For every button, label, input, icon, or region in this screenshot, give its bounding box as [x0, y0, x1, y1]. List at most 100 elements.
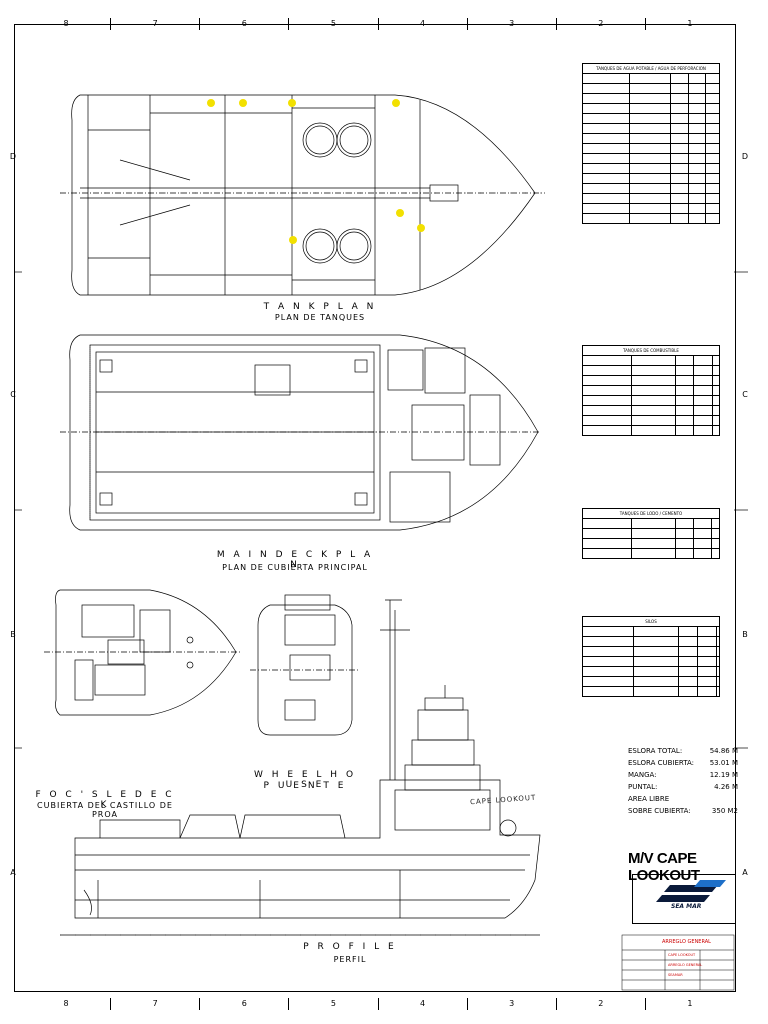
table-cell	[582, 193, 630, 204]
table-cell	[582, 133, 630, 144]
table-caption: SILOS	[582, 616, 720, 627]
table-cell	[670, 103, 689, 114]
table-cell	[715, 666, 721, 677]
table-cell	[632, 686, 680, 697]
spec-label: AREA LIBRE	[628, 795, 670, 803]
table-cell	[675, 415, 695, 426]
zone-col-label: 4	[377, 18, 467, 30]
top-zone-strip: 8 7 6 5 4 3 2 1	[22, 18, 734, 30]
zone-col-label: 5	[288, 18, 377, 30]
table-cell	[711, 395, 721, 406]
table-cell	[704, 133, 721, 144]
table-row	[582, 646, 721, 657]
table-caption-row: TANQUES DE COMBUSTIBLE	[582, 345, 720, 356]
table-cell	[693, 425, 713, 436]
spec-label: MANGA:	[628, 771, 657, 779]
zone-col-label: 5	[288, 998, 377, 1010]
table-cell	[704, 143, 721, 154]
table-row	[582, 163, 721, 174]
zone-col-label: 7	[110, 18, 199, 30]
table-cell	[674, 548, 694, 559]
table-cell	[581, 385, 633, 396]
table-cell	[711, 385, 721, 396]
table-cell	[631, 365, 677, 376]
table-caption-row: SILOS	[582, 616, 720, 627]
table-cell	[582, 676, 634, 687]
table-row	[582, 73, 721, 84]
table-cell	[693, 365, 713, 376]
table-cell	[697, 646, 717, 657]
table-cell	[582, 636, 634, 647]
zone-col-label: 1	[644, 998, 734, 1010]
table-row	[581, 405, 721, 416]
table-row	[582, 133, 721, 144]
table-cell	[582, 656, 634, 667]
table-cell	[582, 203, 630, 214]
table-caption-row: TANQUES DE AGUA POTABLE / AGUA DE PERFOR…	[582, 63, 720, 74]
table-cell	[582, 686, 634, 697]
title-block-field: SEAMAR	[668, 973, 683, 977]
zone-col-label: 6	[199, 18, 288, 30]
spec-value: 54.86 M	[709, 747, 738, 755]
table-cell	[582, 538, 632, 549]
table-cell	[670, 203, 689, 214]
table-cell	[715, 646, 721, 657]
tank-plan-title: T A N K P L A N	[263, 302, 377, 312]
table-cell	[630, 538, 676, 549]
title-block: ARREGLO GENERAL CAPE LOOKOUT ARREGLO GEN…	[622, 935, 734, 990]
table-cell	[711, 375, 721, 386]
wheelhouse-drawing	[250, 594, 360, 736]
table-cell	[687, 133, 706, 144]
table-cell	[628, 123, 672, 134]
tank-table-4: SILOS	[582, 616, 721, 697]
table-cell	[693, 375, 713, 386]
profile-title: P R O F I L E	[303, 942, 397, 952]
zone-col-label: 2	[555, 998, 645, 1010]
table-cell	[631, 425, 677, 436]
tank-plan-drawing	[60, 94, 545, 296]
left-zone-strip: D C B A	[8, 0, 18, 1024]
table-cell	[693, 385, 713, 396]
table-row	[582, 203, 721, 214]
table-cell	[670, 143, 689, 154]
table-cell	[628, 153, 672, 164]
table-cell	[628, 93, 672, 104]
spec-row: ESLORA CUBIERTA:53.01 M	[628, 757, 738, 769]
table-cell	[704, 193, 721, 204]
title-block-field: ARREGLO GENERAL	[668, 963, 703, 967]
table-cell	[630, 528, 676, 539]
table-row	[582, 626, 721, 637]
spec-label: PUNTAL:	[628, 783, 658, 791]
logo-text: SEA MAR	[671, 903, 702, 910]
table-row	[582, 686, 721, 697]
table-cell	[687, 173, 706, 184]
zone-row-label: B	[742, 630, 748, 639]
table-cell	[693, 405, 713, 416]
spec-row: ESLORA TOTAL:54.86 M	[628, 745, 738, 757]
table-cell	[670, 133, 689, 144]
main-deck-title: M A I N D E C K P L A N	[216, 550, 374, 570]
table-cell	[675, 365, 695, 376]
table-cell	[632, 656, 680, 667]
table-cell	[693, 355, 713, 366]
table-cell	[704, 163, 721, 174]
table-cell	[582, 666, 634, 677]
table-cell	[628, 113, 672, 124]
table-row	[582, 636, 721, 647]
table-cell	[711, 365, 721, 376]
table-cell	[670, 73, 689, 84]
table-cell	[678, 646, 699, 657]
spec-value: 4.26 M	[714, 783, 738, 791]
table-cell	[628, 73, 672, 84]
table-cell	[697, 686, 717, 697]
table-row	[582, 153, 721, 164]
main-deck-subtitle: PLAN DE CUBIERTA PRINCIPAL	[222, 563, 368, 572]
table-cell	[581, 375, 633, 386]
table-cell	[678, 656, 699, 667]
table-cell	[582, 153, 630, 164]
table-cell	[704, 173, 721, 184]
zone-col-label: 7	[110, 998, 199, 1010]
table-cell	[670, 193, 689, 204]
table-cell	[687, 93, 706, 104]
